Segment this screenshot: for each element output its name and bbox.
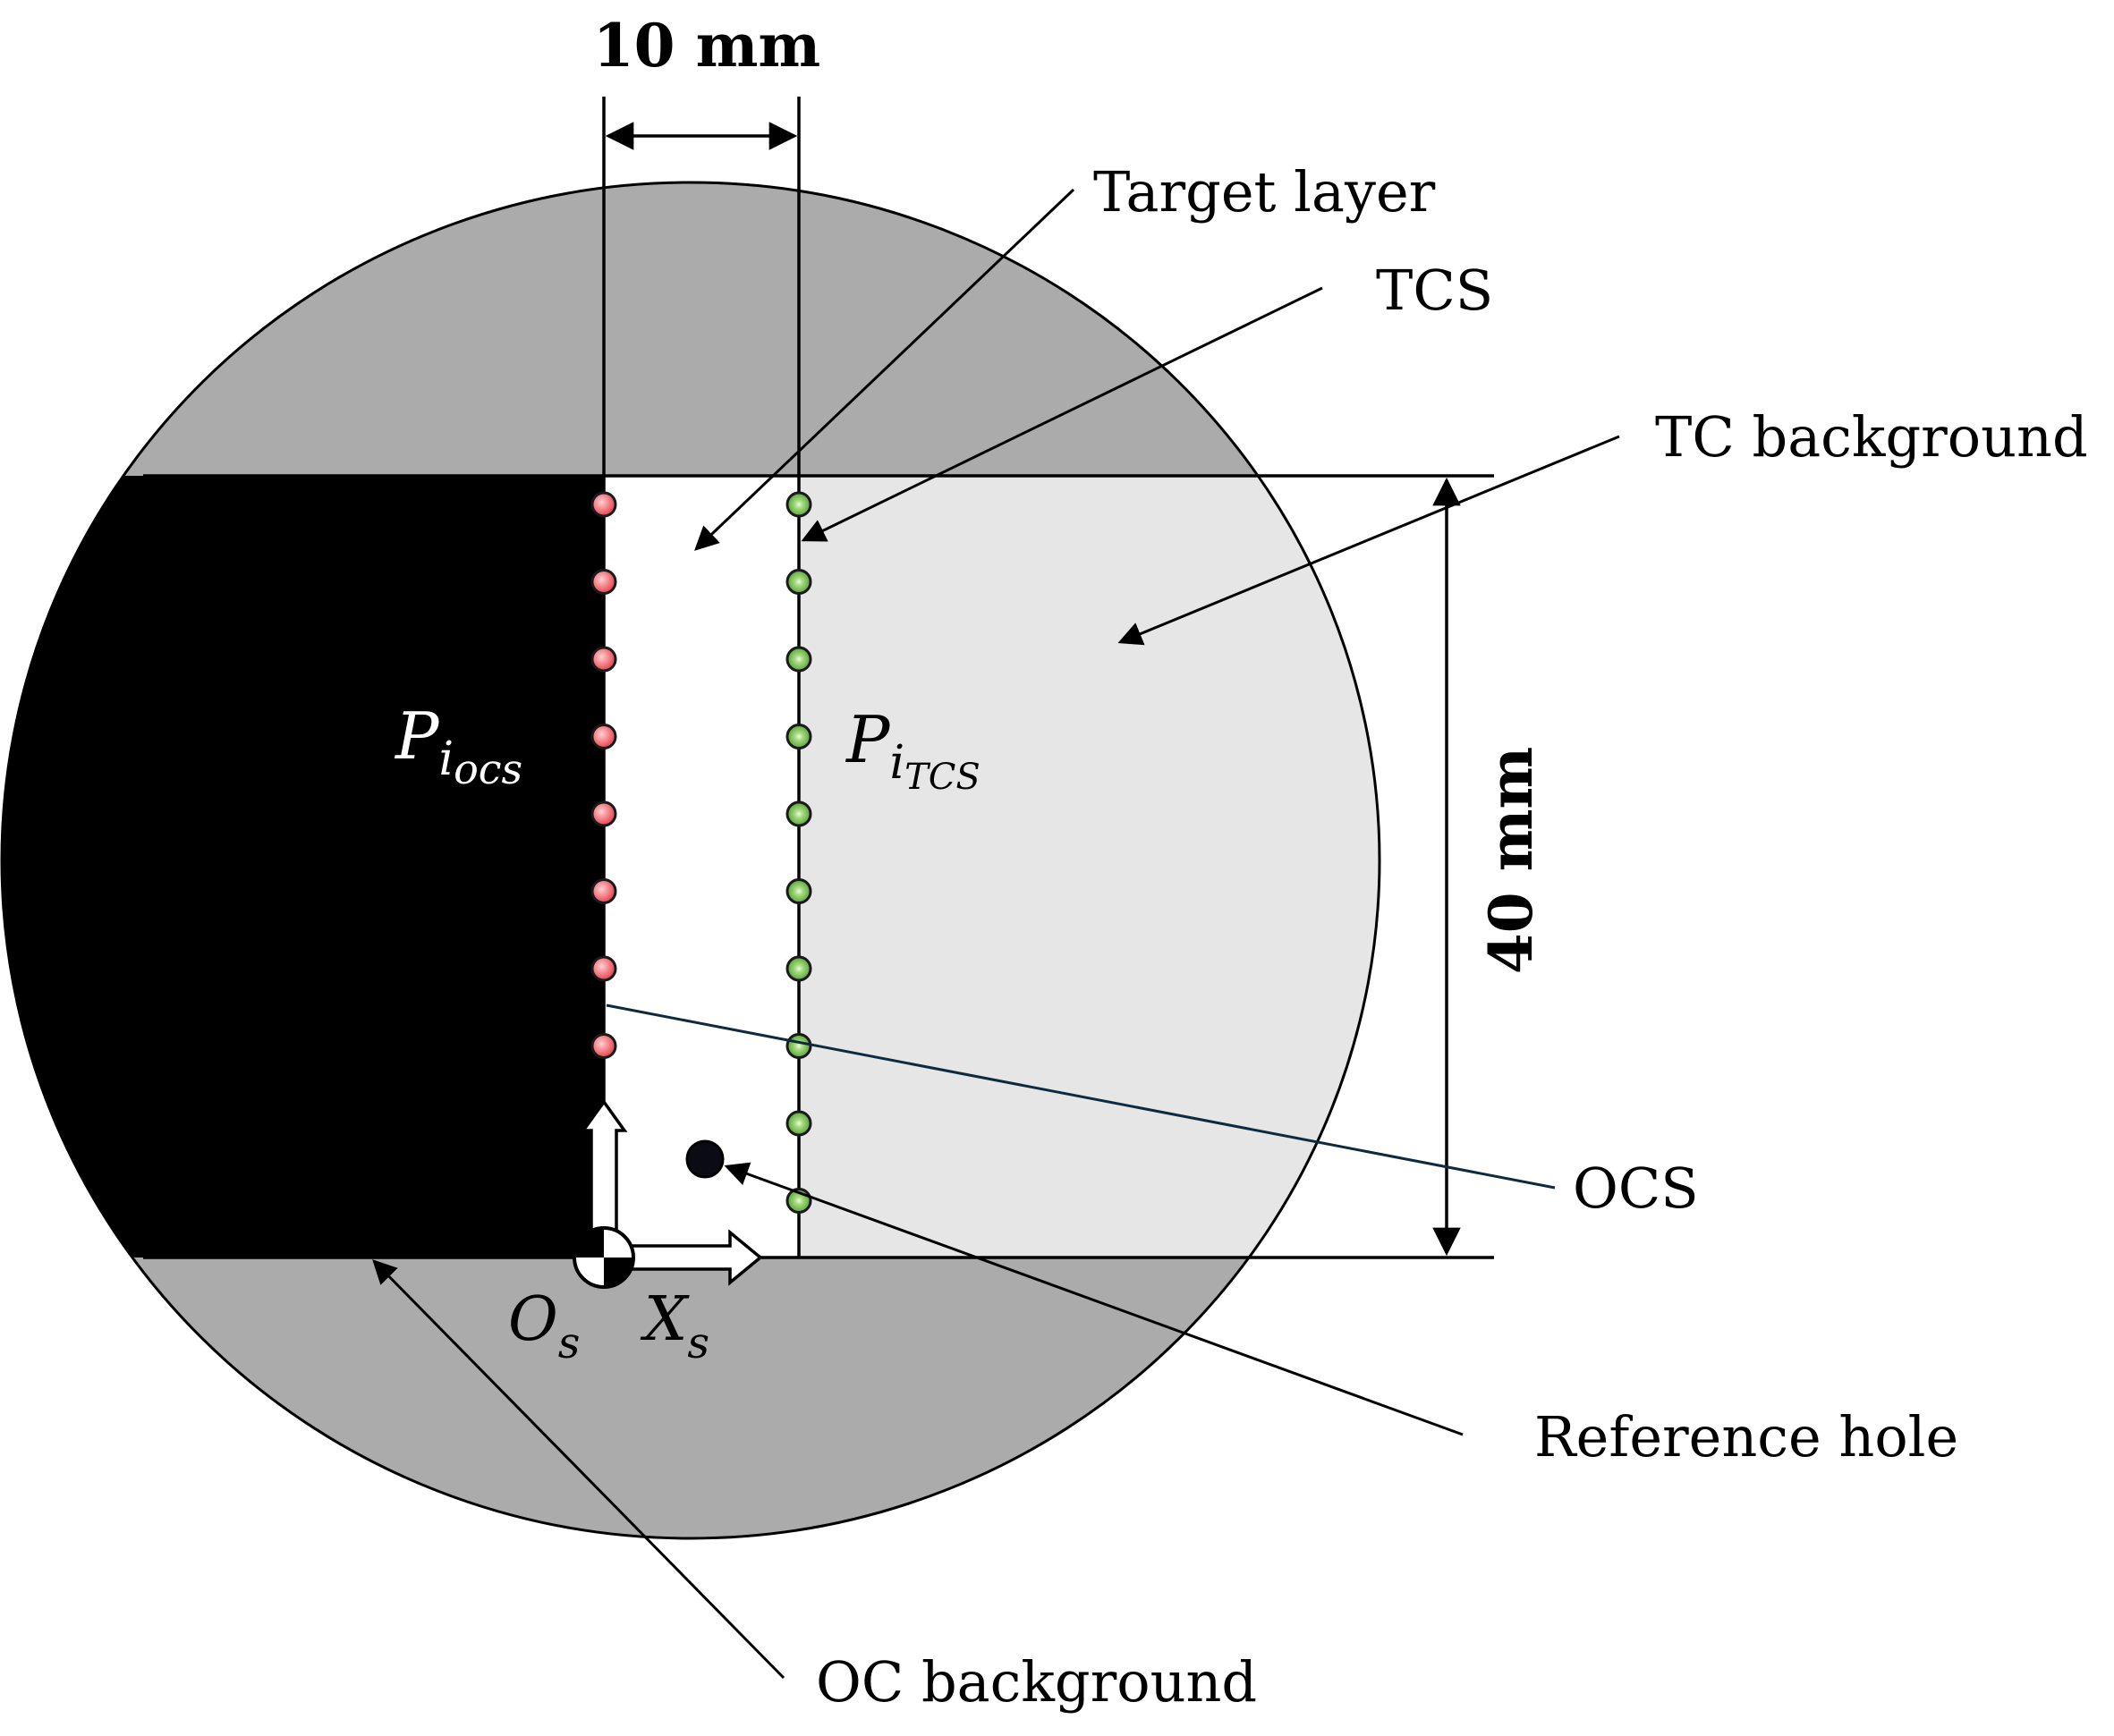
target-layer-region [604, 476, 799, 1258]
origin-marker-icon [573, 1226, 635, 1289]
tcs-point-8 [785, 1033, 812, 1059]
disc-outline [0, 181, 1381, 1540]
target-layer-leader [694, 188, 1075, 551]
tcs-leader [801, 286, 1323, 542]
tcs-point-5 [785, 800, 812, 827]
specimen-disc [2, 182, 1380, 1538]
p-ocs-symbol: Piocs [394, 699, 522, 793]
ocs-point-3 [590, 646, 617, 673]
boundary-lines [143, 97, 1494, 1259]
xs-axis-arrow [616, 1229, 763, 1286]
tc-background-label: TC background [1655, 404, 2088, 470]
height-dimension-label: 40 mm [1476, 747, 1546, 975]
ys-axis-arrow [580, 1099, 628, 1243]
tcs-point-3 [785, 646, 812, 673]
tcs-point-6 [785, 878, 812, 904]
oc-background-region [2, 476, 604, 1258]
ocs-point-2 [590, 569, 617, 595]
tc-background-region [799, 476, 1380, 1258]
os-symbol: Os [508, 1284, 580, 1368]
tcs-point-4 [785, 724, 812, 749]
ocs-point-1 [590, 491, 617, 518]
reference-hole-label: Reference hole [1534, 1404, 1958, 1469]
target-layer-label: Target layer [1093, 159, 1436, 224]
ocs-point-7 [590, 955, 617, 982]
tcs-point-1 [785, 491, 812, 518]
oc-background-leader [372, 1259, 785, 1680]
tcs-point-7 [785, 955, 812, 982]
ocs-point-8 [590, 1033, 617, 1059]
ocs-point-5 [590, 800, 617, 827]
ocs-point-4 [590, 724, 617, 749]
height-dimension: 40 mm [1432, 477, 1546, 1257]
p-tcs-symbol: PiTCS [845, 702, 981, 798]
sample-axes [573, 1099, 763, 1289]
tcs-point-9 [785, 1110, 812, 1137]
tc-background-leader [1117, 435, 1620, 646]
xs-symbol: Xs [640, 1284, 709, 1368]
ocs-leader [606, 1003, 1556, 1190]
tcs-point-2 [785, 569, 812, 595]
ys-symbol: Ys [497, 1114, 559, 1198]
ocs-point-6 [590, 878, 617, 904]
tcs-points [785, 491, 812, 1214]
tcs-label: TCS [1376, 258, 1493, 323]
width-dimension: 10 mm [593, 11, 821, 150]
width-dimension-label: 10 mm [593, 11, 821, 80]
reference-hole [685, 1139, 725, 1179]
oc-background-label: OC background [816, 1649, 1257, 1715]
leader-lines [372, 188, 1620, 1680]
ocs-label: OCS [1573, 1156, 1699, 1221]
reference-hole-leader [724, 1162, 1464, 1436]
